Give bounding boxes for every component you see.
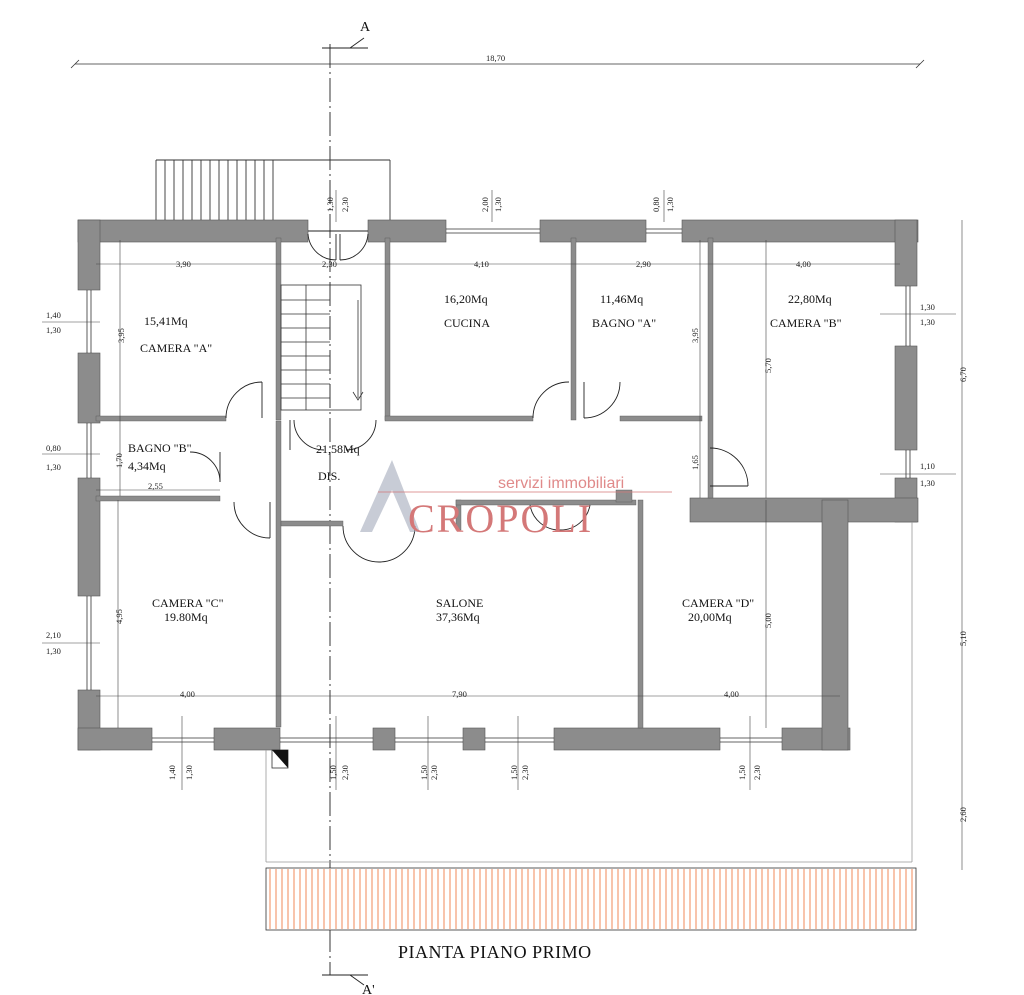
dim-right-1-30-c: 1,30 [920,478,935,488]
room-name-camera-d: CAMERA "D" [682,596,754,610]
room-labels: 15,41Mq CAMERA "A" 16,20Mq CUCINA 11,46M… [128,292,842,624]
interior-walls [95,237,714,729]
dim-5-00: 5,00 [763,613,773,628]
dimension-labels: 3,90 2,30 4,10 2,90 4,00 2,55 4,00 7,90 … [46,197,968,822]
dim-bot-1-30-a: 1,30 [184,765,194,780]
dim-bot-1-50-a: 1,50 [328,765,338,780]
dim-top-2-30-a: 2,30 [340,197,350,212]
entry-door [307,230,369,261]
room-name-cucina: CUCINA [444,316,490,330]
dim-3-95-b: 3,95 [690,328,700,343]
watermark-tagline: servizi immobiliari [498,475,624,492]
room-area-camera-c: 19.80Mq [164,610,208,624]
dim-left-1-40: 1,40 [46,310,61,320]
dim-left-1-30-c: 1,30 [46,646,61,656]
dim-left-1-30-b: 1,30 [46,462,61,472]
room-name-camera-b: CAMERA "B" [770,316,842,330]
dim-2-60: 2,60 [958,807,968,822]
dim-bot-2-30-d: 2,30 [752,765,762,780]
dim-right-1-10: 1,10 [920,461,935,471]
plan-title: PIANTA PIANO PRIMO [398,942,592,962]
terrace-outline [265,522,913,863]
dim-bot-2-30-b: 2,30 [429,765,439,780]
room-area-camera-d: 20,00Mq [688,610,732,624]
room-name-camera-c: CAMERA "C" [152,596,224,610]
dim-top-1-30-c: 1,30 [665,197,675,212]
windows [86,228,911,743]
opening-ticks [42,190,956,790]
column-marker [271,749,289,769]
dim-5-70: 5,70 [763,358,773,373]
room-name-dis: DIS. [318,469,340,483]
room-name-camera-a: CAMERA "A" [140,341,212,355]
watermark-brand: CROPOLI [408,496,593,541]
dim-right-1-30-a: 1,30 [920,302,935,312]
dim-5-10: 5,10 [958,631,968,646]
dim-bot-1-40: 1,40 [167,765,177,780]
terrace-deck [265,867,917,931]
dim-4-00-c: 4,00 [180,689,195,699]
external-stair [155,159,391,222]
dim-4-00-b: 4,00 [796,259,811,269]
section-line [322,37,368,986]
dim-bot-1-50-b: 1,50 [419,765,429,780]
dim-1-65: 1,65 [690,455,700,470]
dim-left-1-30-a: 1,30 [46,325,61,335]
dim-6-70: 6,70 [958,367,968,382]
dim-2-30: 2,30 [322,259,337,269]
section-label-bottom: A' [362,983,375,995]
dim-3-90: 3,90 [176,259,191,269]
dim-bot-1-50-c: 1,50 [509,765,519,780]
overall-dimension [70,59,925,69]
room-area-bagno-a: 11,46Mq [600,292,643,306]
dim-bot-2-30-a: 2,30 [340,765,350,780]
dim-left-2-10: 2,10 [46,630,61,640]
dim-2-90: 2,90 [636,259,651,269]
overall-dim-label: 18,70 [486,53,505,63]
dim-right-1-30-b: 1,30 [920,317,935,327]
room-area-dis: 21,58Mq [316,442,360,456]
interior-dim-lines [96,220,963,870]
room-area-cucina: 16,20Mq [444,292,488,306]
dim-top-1-30-b: 1,30 [493,197,503,212]
room-area-camera-a: 15,41Mq [144,314,188,328]
room-area-salone: 37,36Mq [436,610,480,624]
room-name-bagno-b: BAGNO "B" [128,441,192,455]
dim-top-2-00: 2,00 [480,197,490,212]
dim-4-10: 4,10 [474,259,489,269]
room-area-camera-b: 22,80Mq [788,292,832,306]
dim-bot-2-30-c: 2,30 [520,765,530,780]
dim-bot-1-50-d: 1,50 [737,765,747,780]
dim-1-70: 1,70 [114,453,124,468]
room-name-salone: SALONE [436,596,483,610]
internal-stair [280,284,364,411]
dim-7-90: 7,90 [452,689,467,699]
dim-top-0-80: 0,80 [651,197,661,212]
dim-3-95-a: 3,95 [116,328,126,343]
dim-top-1-30-a: 1,30 [325,197,335,212]
section-label-top: A [360,20,371,35]
watermark: servizi immobiliari CROPOLI [360,460,672,541]
dim-2-55: 2,55 [148,481,163,491]
dim-4-00-d: 4,00 [724,689,739,699]
dim-4-95: 4,95 [114,609,124,624]
room-area-bagno-b: 4,34Mq [128,459,166,473]
door-swings [189,381,749,563]
room-name-bagno-a: BAGNO "A" [592,316,656,330]
dim-left-0-80: 0,80 [46,443,61,453]
